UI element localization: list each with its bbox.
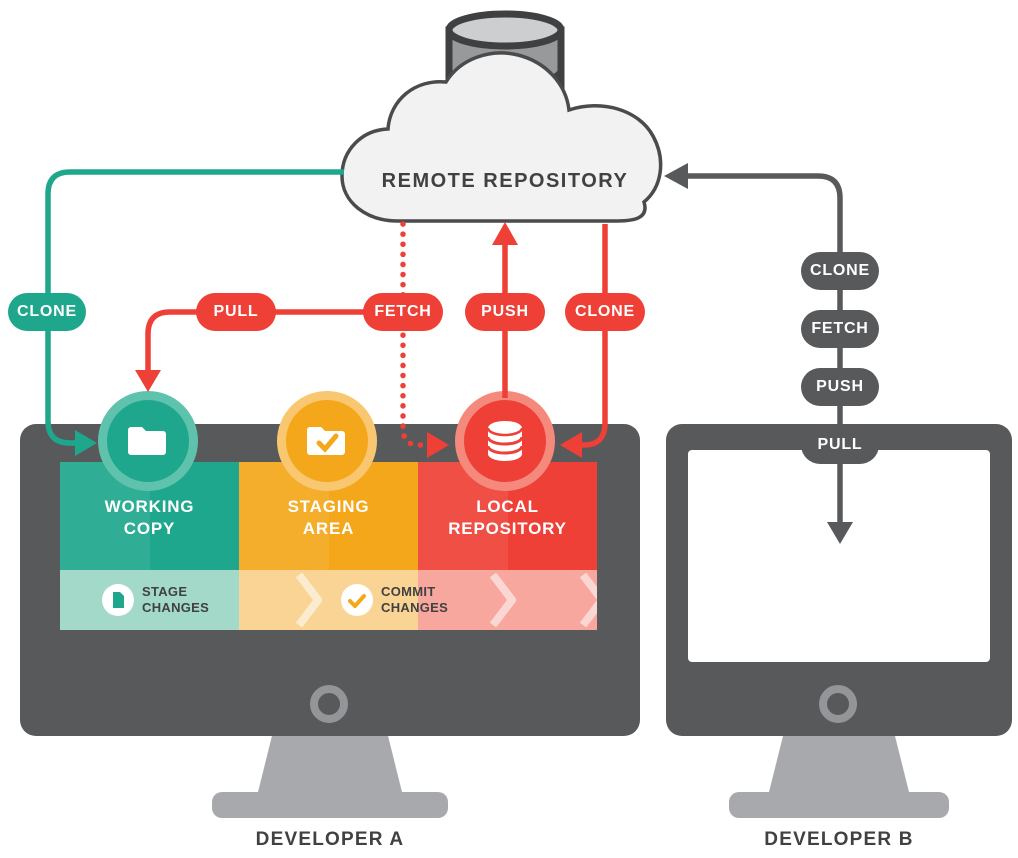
commit-changes-label: COMMIT CHANGES (381, 584, 449, 615)
database-icon (486, 421, 524, 461)
devb-pull-pill: PULL (801, 426, 879, 464)
devb-clone-pill: CLONE (801, 252, 879, 290)
local-repository-node (455, 391, 555, 491)
monitor-base (212, 792, 448, 818)
local-repository-title: LOCAL REPOSITORY (448, 497, 567, 539)
clone-pill-teal: CLONE (8, 293, 86, 331)
actions-band: STAGE CHANGES COMMIT CHANGES (60, 570, 597, 630)
pull-pill: PULL (196, 293, 276, 331)
push-pill: PUSH (465, 293, 545, 331)
chevron-right-icon (580, 573, 597, 627)
monitor-button (819, 685, 857, 723)
developer-b-label: DEVELOPER B (764, 829, 914, 850)
chevron-right-icon (296, 573, 322, 627)
developer-a-label: DEVELOPER A (255, 829, 405, 850)
staging-area-title: STAGING AREA (287, 497, 370, 539)
check-icon (341, 584, 373, 616)
monitor-stand (769, 736, 909, 792)
devb-fetch-pill: FETCH (801, 310, 879, 348)
fetch-arrow (400, 221, 429, 448)
remote-repository-label: REMOTE REPOSITORY (381, 170, 629, 192)
monitor-button (310, 685, 348, 723)
developer-b-monitor (666, 424, 1012, 736)
folder-icon (128, 427, 166, 455)
page-icon (102, 584, 134, 616)
staging-area-node (277, 391, 377, 491)
cloud-shape (340, 51, 663, 223)
stage-band-segment (60, 570, 239, 630)
developer-b-screen (688, 450, 990, 662)
folder-check-icon (307, 427, 345, 455)
devb-push-pill: PUSH (801, 368, 879, 406)
clone-pill-red: CLONE (565, 293, 645, 331)
stage-changes-label: STAGE CHANGES (142, 584, 210, 615)
clone-arrow-red (580, 224, 608, 448)
stage-changes-step: STAGE CHANGES (102, 570, 209, 630)
monitor-stand (258, 736, 402, 792)
working-copy-node (98, 391, 198, 491)
commit-changes-step: COMMIT CHANGES (341, 570, 448, 630)
commit-band-segment (239, 570, 418, 630)
working-copy-title: WORKING COPY (104, 497, 195, 539)
remote-repository: REMOTE REPOSITORY (330, 0, 680, 230)
chevron-right-icon (490, 573, 516, 627)
fetch-pill: FETCH (363, 293, 443, 331)
monitor-base (729, 792, 949, 818)
pull-arrowhead (135, 370, 161, 392)
